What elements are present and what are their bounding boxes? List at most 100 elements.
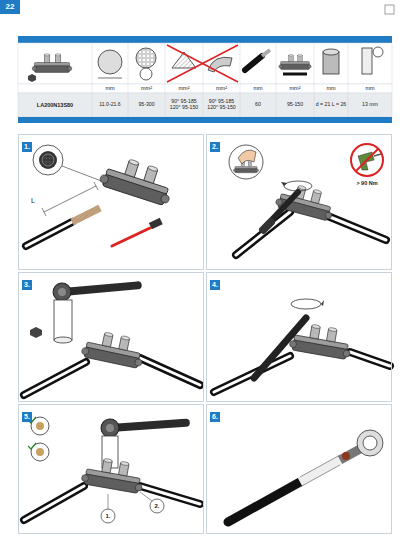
step5-illustration (24, 413, 200, 523)
value-cell: d = 21 L = 26 (315, 93, 347, 117)
step1-illustration (94, 182, 98, 190)
step1-illustration (149, 218, 163, 229)
step3-illustration (30, 327, 42, 338)
unit-cell: mm (240, 84, 276, 93)
table-icons (28, 74, 36, 82)
step3-illustration (140, 358, 200, 385)
step2-illustration (229, 145, 263, 179)
step5-illustration (140, 486, 200, 504)
unit-cell: mm² (203, 84, 240, 93)
spec-table (18, 84, 392, 93)
value-cell: 11.0-21.6 (93, 93, 127, 117)
step-number: 4. (210, 280, 220, 290)
step5-illustration (140, 492, 152, 501)
step5-illustration (36, 422, 44, 430)
step-number: 5. (22, 412, 32, 422)
step6-illustration (342, 452, 350, 460)
step6-illustration (363, 436, 377, 450)
spec-table (18, 43, 392, 84)
value-cell: 90° 95-185 120° 95-150 (204, 93, 239, 117)
step-panel: 3. (18, 272, 204, 402)
step3-illustration (24, 276, 200, 395)
table-icons (262, 50, 270, 56)
step1-illustration (44, 186, 96, 212)
step3-illustration (54, 300, 72, 340)
step-panel: 4. (206, 272, 392, 402)
table-icons (98, 78, 122, 79)
step3-illustration (24, 362, 86, 395)
spec-table (314, 43, 315, 117)
step3-illustration (140, 358, 200, 385)
step3-illustration (81, 328, 147, 369)
checkbox (385, 5, 394, 14)
table-icons (167, 45, 238, 82)
step6-illustration (357, 430, 383, 456)
unit-cell: mm² (128, 84, 165, 93)
table-icons (323, 49, 339, 55)
spec-table (18, 36, 392, 43)
table-icons (362, 48, 372, 74)
step3-illustration (54, 337, 72, 343)
step1-illustration (98, 152, 177, 207)
step2-illustration (356, 149, 378, 171)
step1-illustration (42, 154, 54, 166)
step1-illustration (26, 145, 177, 246)
torque-note: > 90 Nm (347, 179, 387, 188)
checkbox (385, 5, 394, 14)
step5-illustration (100, 413, 190, 437)
unit-cell: mm² (165, 84, 203, 93)
table-icons (167, 45, 238, 82)
callout-number: 2. (151, 501, 163, 511)
table-icons (279, 54, 311, 69)
step4-illustration (214, 356, 290, 392)
step2-illustration (281, 182, 287, 186)
step3-illustration (52, 276, 142, 302)
step5-illustration (36, 448, 44, 456)
spec-table (18, 93, 392, 117)
step1-illustration (62, 166, 104, 182)
page-number-box (0, 0, 20, 14)
step1-illustration (26, 222, 72, 246)
step2-illustration (351, 144, 383, 176)
step-panel: 1. (18, 134, 204, 270)
spec-table (165, 43, 166, 117)
step2-illustration (233, 161, 258, 173)
value-cell: 95-150 (277, 93, 313, 117)
step-number: 1. (22, 142, 32, 152)
table-icons (140, 68, 152, 80)
step6-illustration (340, 449, 360, 460)
table-icons (98, 50, 122, 74)
step5-illustration (140, 486, 200, 504)
callout-number: 1. (102, 511, 114, 521)
step2-illustration (374, 154, 381, 156)
spec-table (276, 43, 277, 117)
unit-cell: mm² (276, 84, 314, 93)
step4-illustration (350, 352, 390, 366)
step5-illustration (24, 486, 84, 520)
step4-illustration (214, 356, 290, 392)
step5-illustration (150, 499, 164, 513)
page-number-box (0, 0, 20, 14)
step-number: 6. (210, 412, 220, 422)
step1-illustration (33, 145, 63, 175)
table-icons (167, 45, 238, 82)
spec-table (92, 43, 93, 117)
step1-illustration (72, 208, 100, 222)
step-number: 3. (22, 280, 32, 290)
step6-illustration (300, 460, 340, 482)
step1-illustration (112, 228, 150, 246)
unit-cell: mm (314, 84, 348, 93)
step6-illustration (228, 482, 300, 522)
step2-illustration (236, 212, 290, 255)
step4-illustration (291, 299, 321, 309)
page-number: 22 (0, 0, 20, 14)
step5-illustration (24, 486, 84, 520)
step1-illustration (72, 208, 100, 222)
step4-illustration (321, 300, 324, 306)
step-panel: 2. (206, 134, 392, 270)
spec-table (18, 117, 392, 123)
step-panel: 6. (206, 404, 392, 534)
step2-illustration (275, 180, 338, 221)
step2-illustration (229, 144, 386, 255)
